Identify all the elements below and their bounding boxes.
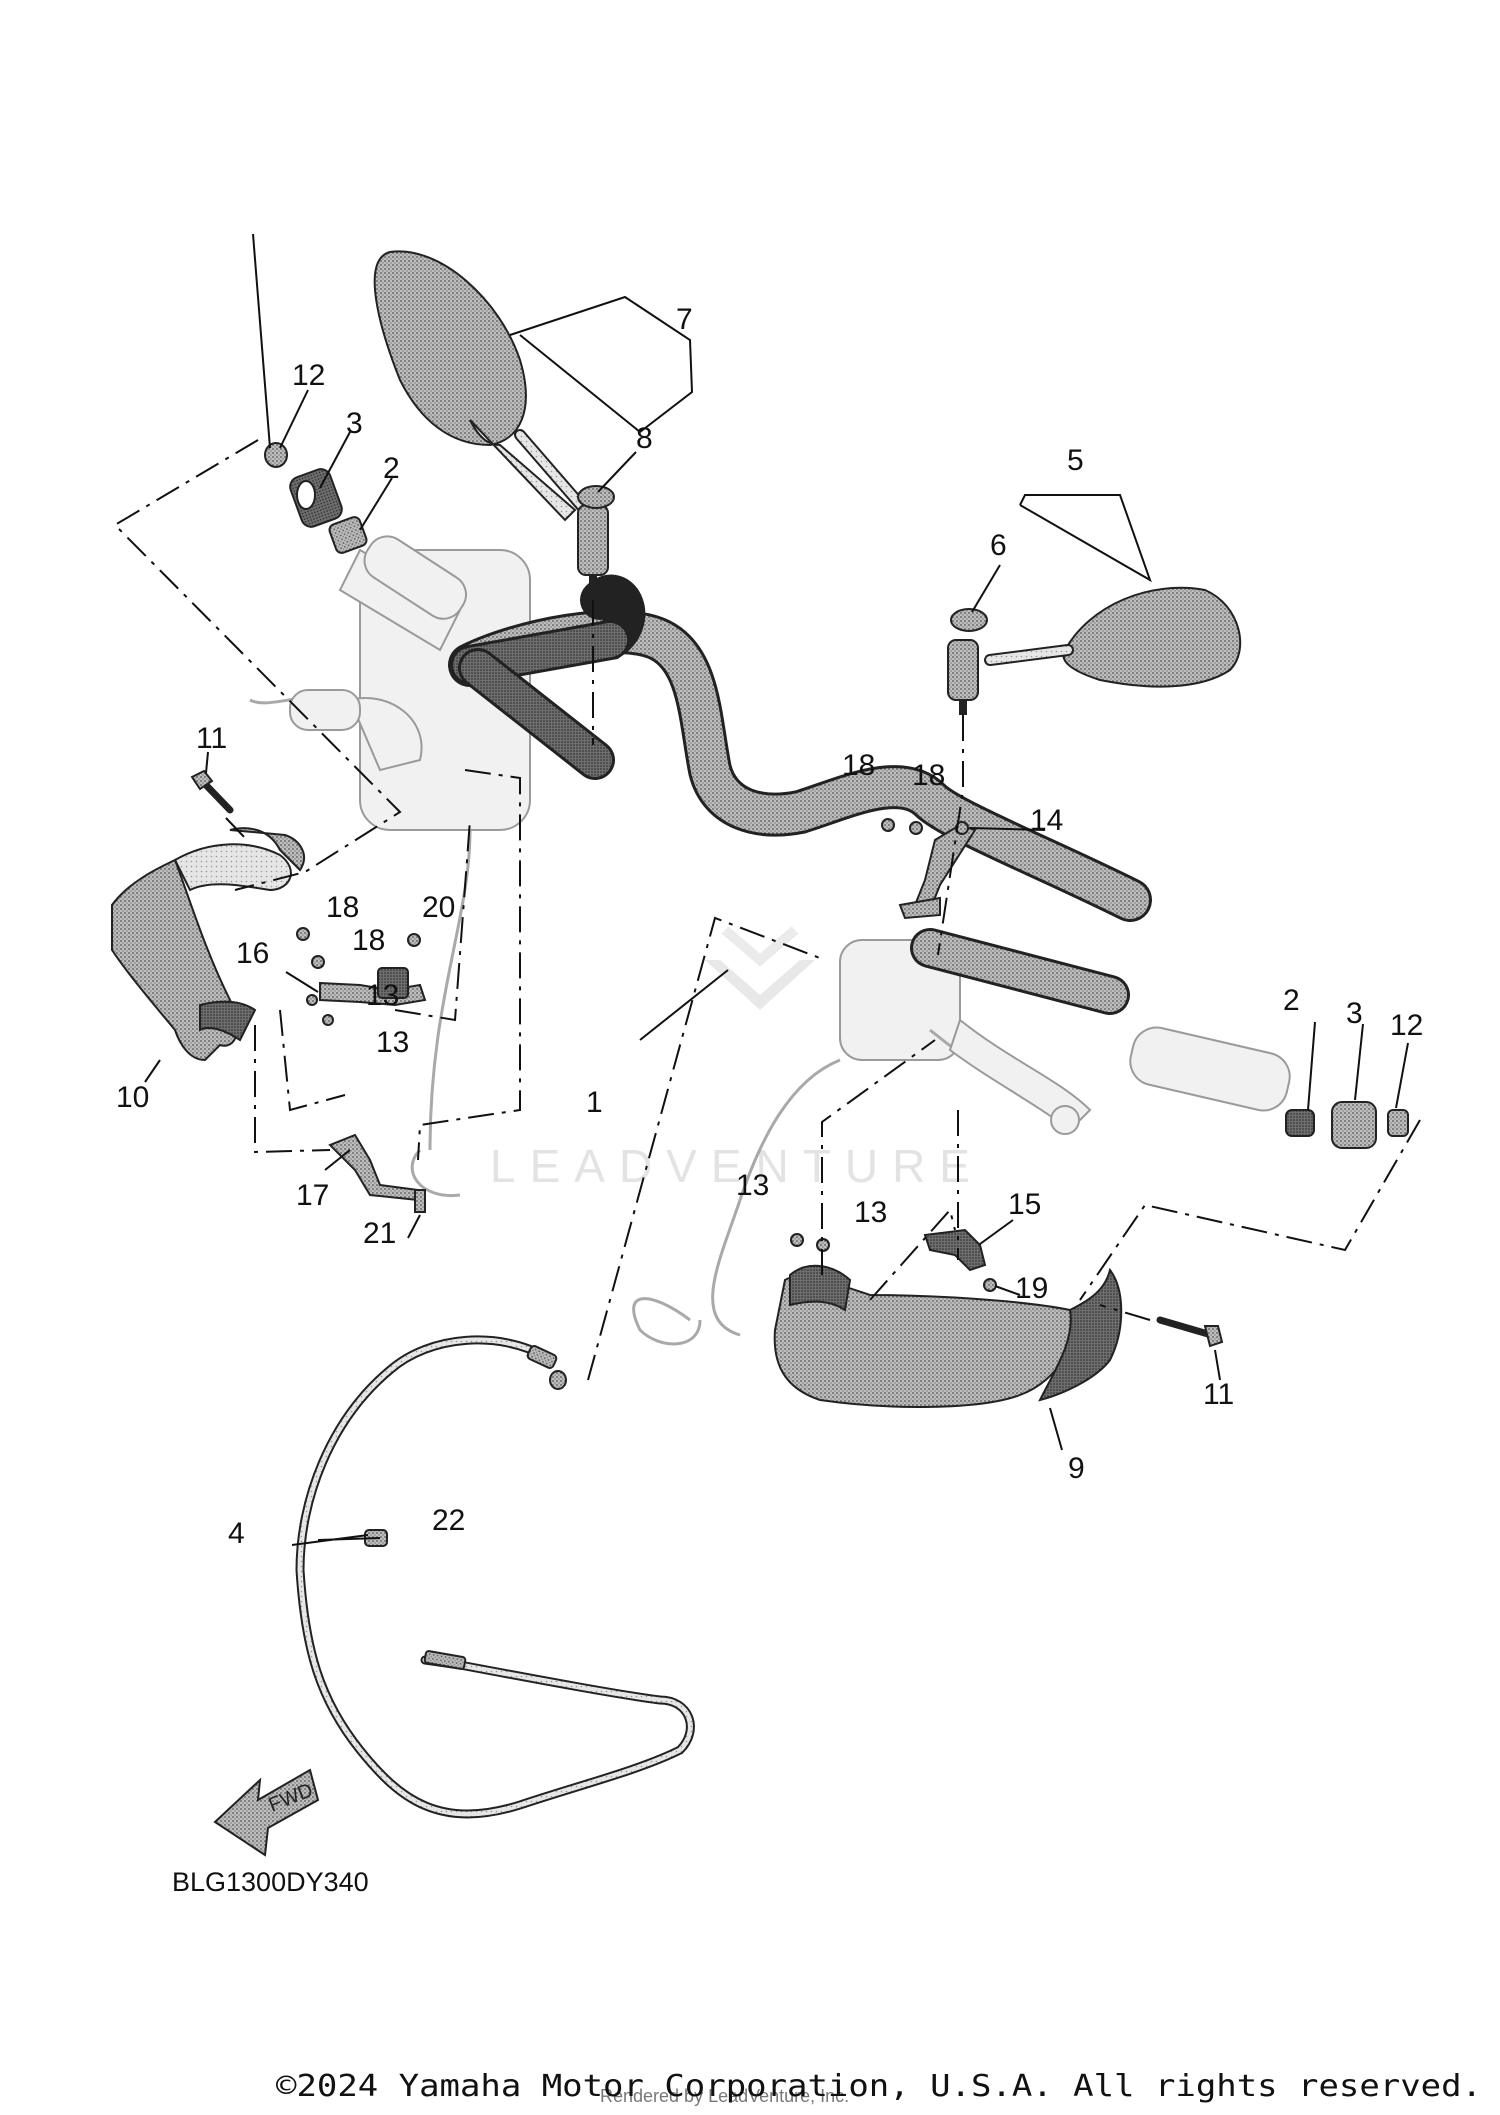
callout-6: 6 (990, 529, 1007, 562)
ghost-right-switch-assembly (632, 939, 1092, 1346)
right-bar-end-collar (1285, 1109, 1315, 1137)
forward-arrow-icon: FWD (213, 1768, 320, 1857)
watermark-text: LEADVENTURE (490, 1140, 984, 1192)
callout-19: 19 (1015, 1272, 1048, 1305)
handlebar (448, 574, 1152, 922)
callout-21: 21 (363, 1217, 396, 1250)
callout-9: 9 (1068, 1452, 1085, 1485)
left-bar-end-screw (264, 442, 288, 468)
right-lower-bracket (923, 1228, 987, 1272)
callout-18-d: 18 (912, 759, 945, 792)
callout-13-b: 13 (376, 1026, 409, 1059)
callout-13-a: 13 (366, 979, 399, 1012)
callout-11-left: 11 (196, 722, 227, 755)
callout-2-right: 2 (1283, 984, 1300, 1017)
callout-10: 10 (116, 1081, 149, 1114)
callout-5: 5 (1067, 444, 1084, 477)
copyright-text: ©2024 Yamaha Motor Corporation, U.S.A. A… (276, 2069, 1482, 2104)
callout-15: 15 (1008, 1188, 1041, 1221)
right-bar-tube (910, 928, 1130, 1015)
callout-14: 14 (1030, 804, 1063, 837)
callout-labels: 1 2 2 3 3 4 5 6 7 8 9 10 11 11 12 12 13 … (116, 303, 1423, 1550)
callout-4: 4 (228, 1517, 245, 1550)
callout-13-c: 13 (736, 1169, 769, 1202)
left-bar-end-weight (289, 468, 343, 528)
callout-8: 8 (636, 422, 653, 455)
leader-lines (144, 233, 1409, 1546)
right-bar-end-weight (1331, 1101, 1377, 1149)
ghost-right-grip (1129, 1026, 1291, 1112)
callout-22: 22 (432, 1504, 465, 1537)
rendered-by-text: Rendered by LeadVenture, Inc. (600, 2086, 849, 2106)
watermark-logo (705, 926, 815, 1010)
callout-12-left: 12 (292, 359, 325, 392)
left-mirror (373, 250, 609, 595)
callout-3-left: 3 (346, 407, 363, 440)
callout-11-right: 11 (1203, 1378, 1234, 1411)
right-mirror-adapter-bracket (898, 823, 977, 920)
left-lower-bracket (328, 1133, 419, 1202)
left-guard-mount-bracket (319, 967, 427, 1007)
callout-1: 1 (586, 1086, 603, 1119)
diagram-code: BLG1300DY340 (172, 1867, 369, 1897)
small-bolts-right (790, 818, 997, 1292)
right-mirror-cap (950, 608, 988, 632)
left-hand-guard (111, 827, 305, 1062)
right-mirror (947, 586, 1242, 715)
callout-16: 16 (236, 937, 269, 970)
right-guard-bolt (1156, 1316, 1224, 1348)
left-bar-end-tube (458, 648, 615, 780)
right-hand-guard (773, 1264, 1123, 1408)
callout-7: 7 (676, 303, 693, 336)
callout-18-b: 18 (352, 924, 385, 957)
ghost-left-grip (338, 535, 467, 652)
small-bolts-left (296, 927, 426, 1213)
assembly-lines (113, 439, 1421, 1381)
callout-18-c: 18 (842, 749, 875, 782)
left-mirror-cap (577, 485, 615, 509)
callout-13-d: 13 (854, 1196, 887, 1229)
right-bar-end-screw (1387, 1109, 1409, 1137)
callout-12-right: 12 (1390, 1009, 1423, 1042)
callout-3-right: 3 (1346, 997, 1363, 1030)
callout-2-left: 2 (383, 452, 400, 485)
left-guard-bolt (190, 769, 234, 814)
callout-17: 17 (296, 1179, 329, 1212)
callout-20: 20 (422, 891, 455, 924)
left-bar-end-collar (328, 516, 368, 554)
throttle-cable (295, 1335, 695, 1819)
callout-18-a: 18 (326, 891, 359, 924)
